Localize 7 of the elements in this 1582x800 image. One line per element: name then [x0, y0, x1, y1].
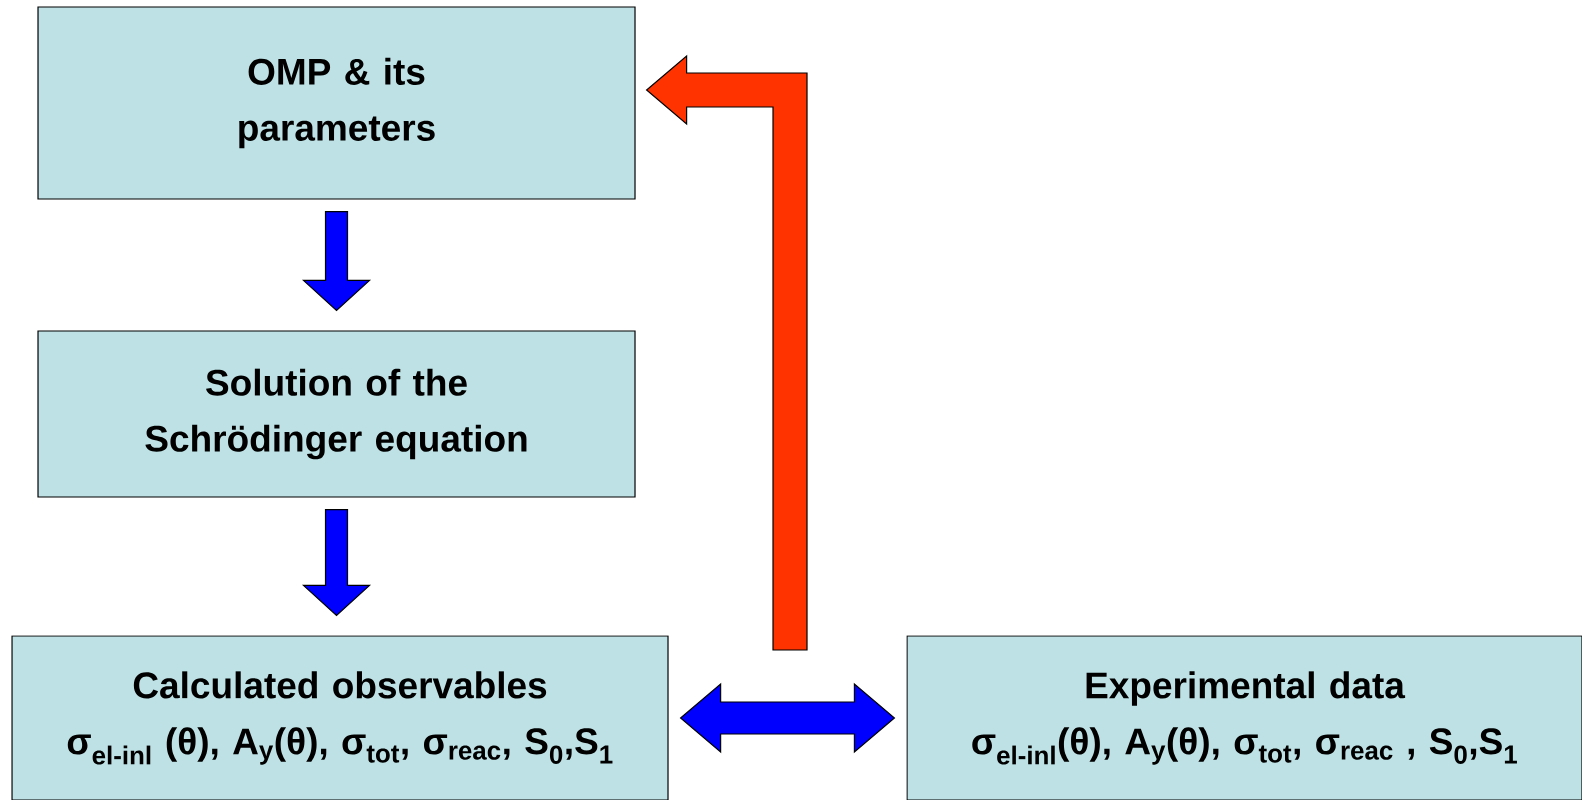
process-box: Experimental data σ$_{el-inl}$(θ), A$_{y}$(θ), σ$_{tot}$, σ$_{reac}$ , S$_{0}$,S$_{1}$ — [906, 635, 1582, 800]
process-box: Calculated observables σ$_{el-inl}$ (θ), A$_{y}$(θ), σ$_{tot}$, σ$_{reac}$, S$_{0}$,S$_{1}$ — [11, 635, 669, 800]
block-arrow — [301, 509, 372, 617]
process-box: Solution of the Schrödinger equation — [37, 330, 636, 498]
process-box: OMP & its parameters — [37, 6, 636, 200]
block-arrow — [645, 54, 808, 651]
block-arrow — [301, 211, 372, 312]
